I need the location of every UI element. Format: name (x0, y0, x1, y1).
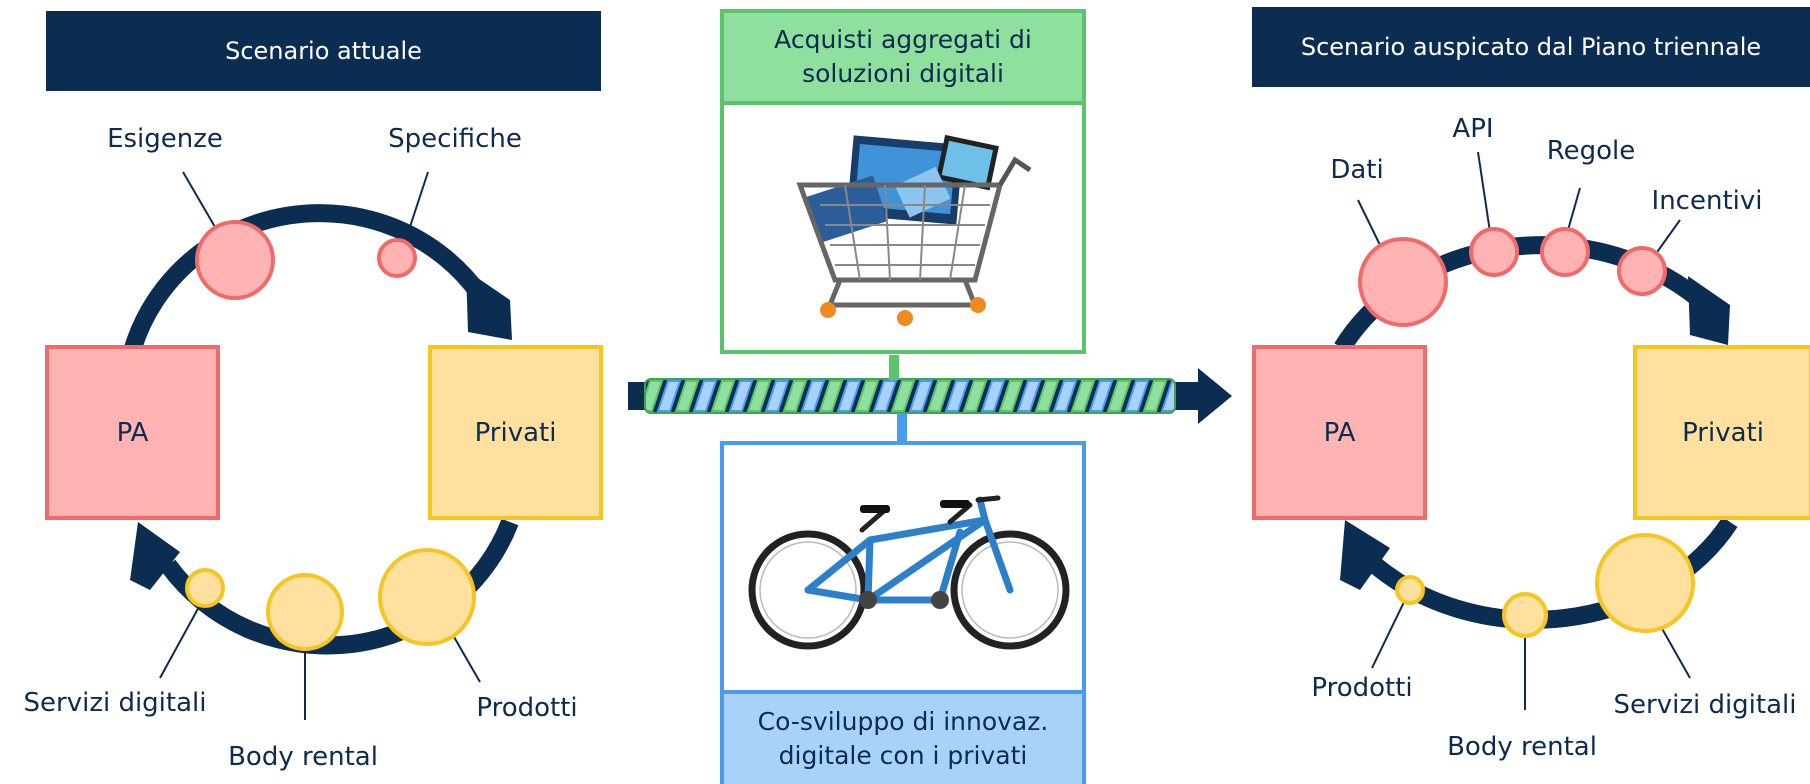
braid-stripe (1070, 380, 1096, 412)
right-arrowhead-left (1340, 520, 1390, 590)
circle-servizi-right (1595, 533, 1695, 633)
label-esigenze: Esigenze (107, 124, 223, 154)
circle-incentivi (1617, 246, 1667, 296)
braid-stripe (818, 380, 844, 412)
braid-stripe (890, 380, 916, 412)
leader-prodotti-left (449, 629, 481, 683)
label-body-right: Body rental (1447, 732, 1597, 762)
left-cycle-bottom-arc (160, 518, 519, 655)
leader-regole (1567, 187, 1581, 231)
braid-stripe (998, 380, 1024, 412)
tandem-bike-image (748, 495, 1070, 650)
braid-stripe (764, 380, 790, 412)
label-dati: Dati (1330, 155, 1384, 185)
braid-stripe (782, 380, 808, 412)
label-regole: Regole (1546, 136, 1636, 166)
braid-stripe (1016, 380, 1042, 412)
label-servizi-right: Servizi digitali (1613, 690, 1797, 720)
left-arrowhead-right (466, 270, 512, 340)
leader-servizi-left (159, 604, 201, 679)
leader-api (1477, 151, 1491, 233)
purchase-panel (720, 9, 1086, 354)
label-prodotti-right: Prodotti (1311, 673, 1413, 703)
braid-stripe (962, 380, 988, 412)
label-incentivi: Incentivi (1651, 186, 1763, 216)
leader-esigenze (182, 171, 216, 228)
braid-stripe (1052, 380, 1078, 412)
circle-api (1469, 227, 1519, 277)
label-specifiche: Specifiche (388, 124, 522, 154)
label-api: API (1452, 114, 1494, 144)
left-privati-box: Privati (428, 345, 603, 520)
left-pa-box: PA (45, 345, 220, 520)
codevelopment-panel-title: Co-sviluppo di innovaz. digitale con i p… (724, 690, 1082, 784)
left-cycle-top-arc (124, 204, 488, 351)
left-arrowhead-left (130, 522, 180, 590)
circle-specifiche (377, 238, 417, 278)
leader-dati (1357, 199, 1381, 246)
braid-stripe (800, 380, 826, 412)
braid-stripe (854, 380, 880, 412)
braid-stripe (1088, 380, 1114, 412)
leader-specifiche (404, 171, 429, 243)
right-arrowhead-right (1688, 276, 1730, 345)
braid-stripe (710, 380, 736, 412)
braided-bar (645, 379, 1175, 413)
circle-dati (1358, 237, 1448, 327)
circle-regole (1540, 227, 1590, 277)
codevelopment-panel (720, 441, 1086, 784)
circle-esigenze (195, 220, 275, 300)
circle-servizi-left (185, 568, 225, 608)
braid-stripe (1142, 380, 1168, 412)
label-servizi-left: Servizi digitali (23, 688, 207, 718)
braided-bar-outline (644, 378, 1176, 414)
braid-stripe (1106, 380, 1132, 412)
circle-prodotti-right (1395, 575, 1425, 605)
circle-body-left (266, 573, 344, 651)
connector-green (889, 355, 899, 380)
braid-stripe (746, 380, 772, 412)
connector-blue (897, 413, 907, 443)
shopping-cart-image (796, 134, 1032, 326)
circle-prodotti-left (378, 548, 476, 646)
braid-stripe (926, 380, 952, 412)
middle-arrow-head (1198, 368, 1232, 424)
label-body-left: Body rental (228, 742, 378, 772)
leader-incentivi (1654, 219, 1681, 256)
circle-body-right (1502, 592, 1548, 638)
braid-stripe (872, 380, 898, 412)
braid-stripe (908, 380, 934, 412)
leader-servizi-right (1659, 624, 1691, 679)
braid-stripe (1124, 380, 1150, 412)
right-header: Scenario auspicato dal Piano triennale (1252, 7, 1810, 87)
left-header: Scenario attuale (46, 11, 601, 91)
braid-stripe (1034, 380, 1060, 412)
purchase-panel-title: Acquisti aggregati di soluzioni digitali (724, 13, 1082, 105)
braid-stripe (944, 380, 970, 412)
leader-prodotti-right (1371, 599, 1406, 669)
braid-stripe (674, 380, 700, 412)
right-privati-box: Privati (1633, 345, 1810, 520)
braid-stripe (980, 380, 1006, 412)
label-prodotti-left: Prodotti (476, 693, 578, 723)
braid-stripe (656, 380, 682, 412)
braid-stripe (728, 380, 754, 412)
right-pa-box: PA (1252, 345, 1427, 520)
braid-stripe (692, 380, 718, 412)
braid-stripe (836, 380, 862, 412)
